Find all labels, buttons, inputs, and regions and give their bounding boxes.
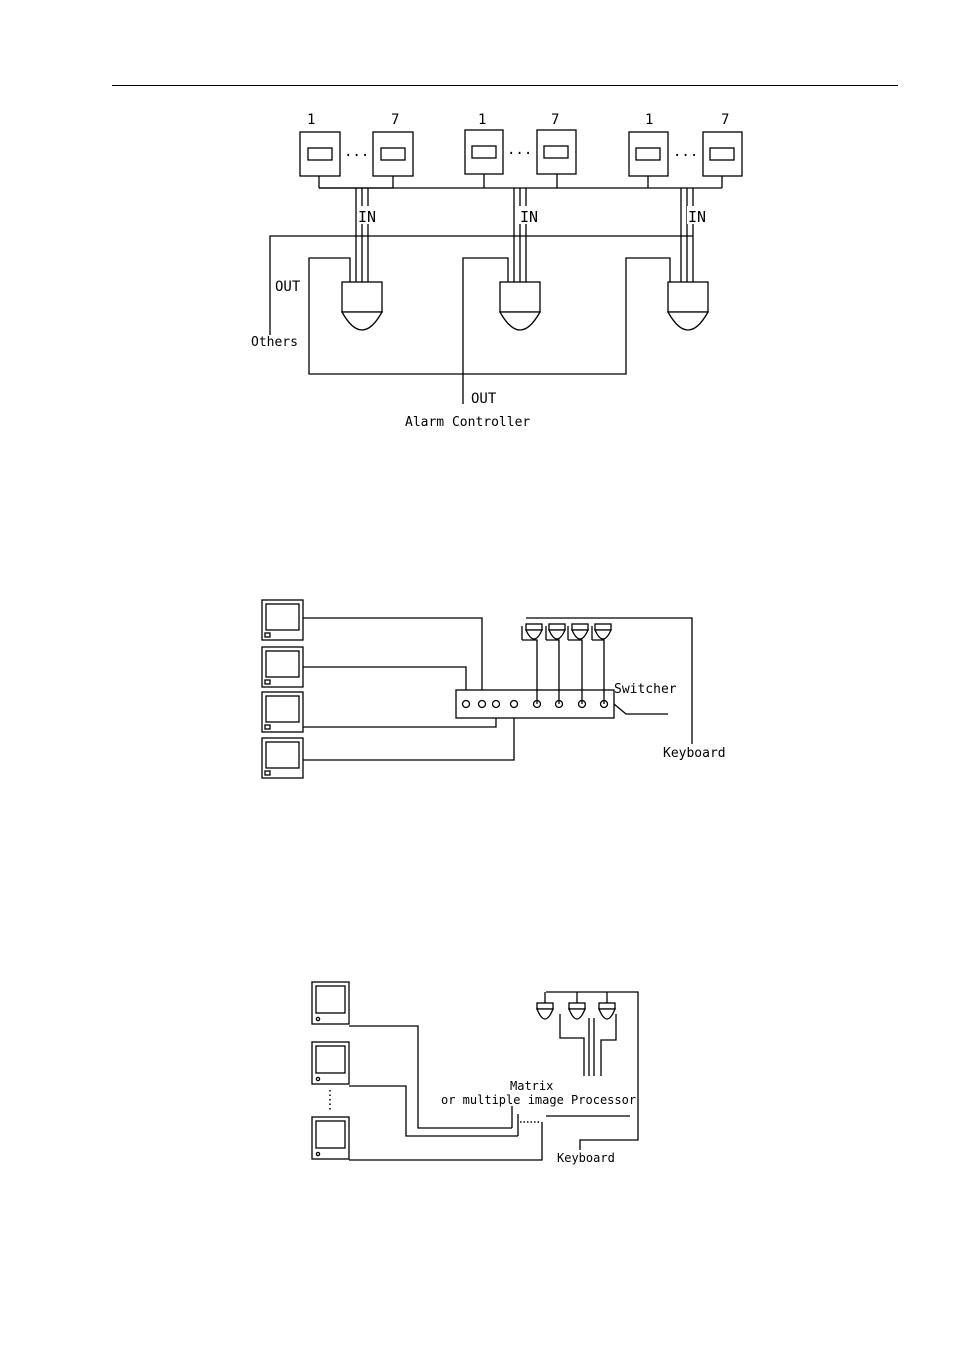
alarm-sensor-window	[308, 148, 332, 160]
in-wire-dome-3	[681, 188, 693, 282]
in-label: IN	[520, 208, 538, 226]
others-label: Others	[251, 335, 298, 350]
dome-camera-icon	[526, 624, 542, 639]
switcher-label: Switcher	[614, 682, 677, 697]
alarm-sensor-window	[472, 146, 496, 158]
sensor-first-number: 1	[478, 112, 486, 128]
dome-camera-icon	[549, 624, 565, 639]
in-wire-dome-1	[356, 188, 368, 282]
switcher-diagram: Switcher Keyboard	[262, 600, 726, 778]
dome-camera-icon	[572, 624, 588, 639]
out-label-bottom: OUT	[471, 391, 497, 407]
camera-wire	[601, 1014, 616, 1076]
matrix-label: Matrix	[510, 1079, 553, 1093]
monitor-icon	[262, 647, 303, 687]
dome-camera-1	[342, 282, 382, 330]
sensor-last-number: 7	[391, 112, 399, 128]
dome-camera-3	[668, 282, 708, 330]
alarm-sensor-window	[710, 148, 734, 160]
keyboard-wire	[526, 618, 692, 744]
monitor-wire	[303, 618, 482, 704]
camera-wire	[589, 1018, 594, 1076]
sensor-group-2: 1 7 ···	[465, 112, 576, 188]
alarm-sensor-window	[544, 146, 568, 158]
alarm-sensor-window	[636, 148, 660, 160]
processor-label: or multiple image Processor	[441, 1093, 636, 1107]
ellipsis: ···	[344, 148, 369, 164]
monitor-icon	[312, 1042, 349, 1084]
monitor-icon	[262, 738, 303, 778]
alarm-sensor-window	[381, 148, 405, 160]
sensor-last-number: 7	[721, 112, 729, 128]
ellipsis: ···	[673, 148, 698, 164]
dome-camera-icon	[595, 624, 611, 639]
matrix-diagram: Matrix or multiple image Processor Keybo…	[312, 982, 638, 1165]
dome-camera-2	[500, 282, 540, 330]
keyboard-link-wire	[614, 704, 668, 714]
in-label: IN	[688, 208, 706, 226]
out-label: OUT	[275, 279, 301, 295]
monitor-icon	[262, 692, 303, 732]
dome-camera-icon	[599, 1003, 615, 1019]
sensor-last-number: 7	[551, 112, 559, 128]
monitor-icon	[312, 982, 349, 1024]
dome-camera-icon	[569, 1003, 585, 1019]
sensor-bus-wire	[484, 174, 557, 188]
dome-camera-icon	[537, 1003, 553, 1019]
monitor-wire	[349, 1026, 512, 1128]
keyboard-label: Keyboard	[663, 746, 726, 761]
in-label: IN	[358, 208, 376, 226]
sensor-first-number: 1	[307, 112, 315, 128]
ellipsis: ···	[507, 146, 532, 162]
alarm-wiring-diagram: 1 7 ··· 1 7 ··· 1 7 ···	[251, 112, 742, 430]
camera-wire	[560, 1014, 584, 1076]
alarm-controller-label: Alarm Controller	[405, 415, 530, 430]
monitor-icon	[312, 1117, 349, 1159]
monitor-icon	[262, 600, 303, 640]
keyboard-label: Keyboard	[557, 1151, 615, 1165]
sensor-bus-wire	[319, 176, 393, 188]
sensor-group-3: 1 7 ···	[629, 112, 742, 188]
monitor-wire	[303, 667, 466, 704]
sensor-bus-wire	[648, 176, 722, 188]
out-others-wire	[270, 236, 693, 335]
out-alarm-wire	[463, 258, 508, 404]
in-wire-dome-2	[514, 188, 526, 282]
sensor-first-number: 1	[645, 112, 653, 128]
sensor-group-1: 1 7 ···	[300, 112, 413, 188]
